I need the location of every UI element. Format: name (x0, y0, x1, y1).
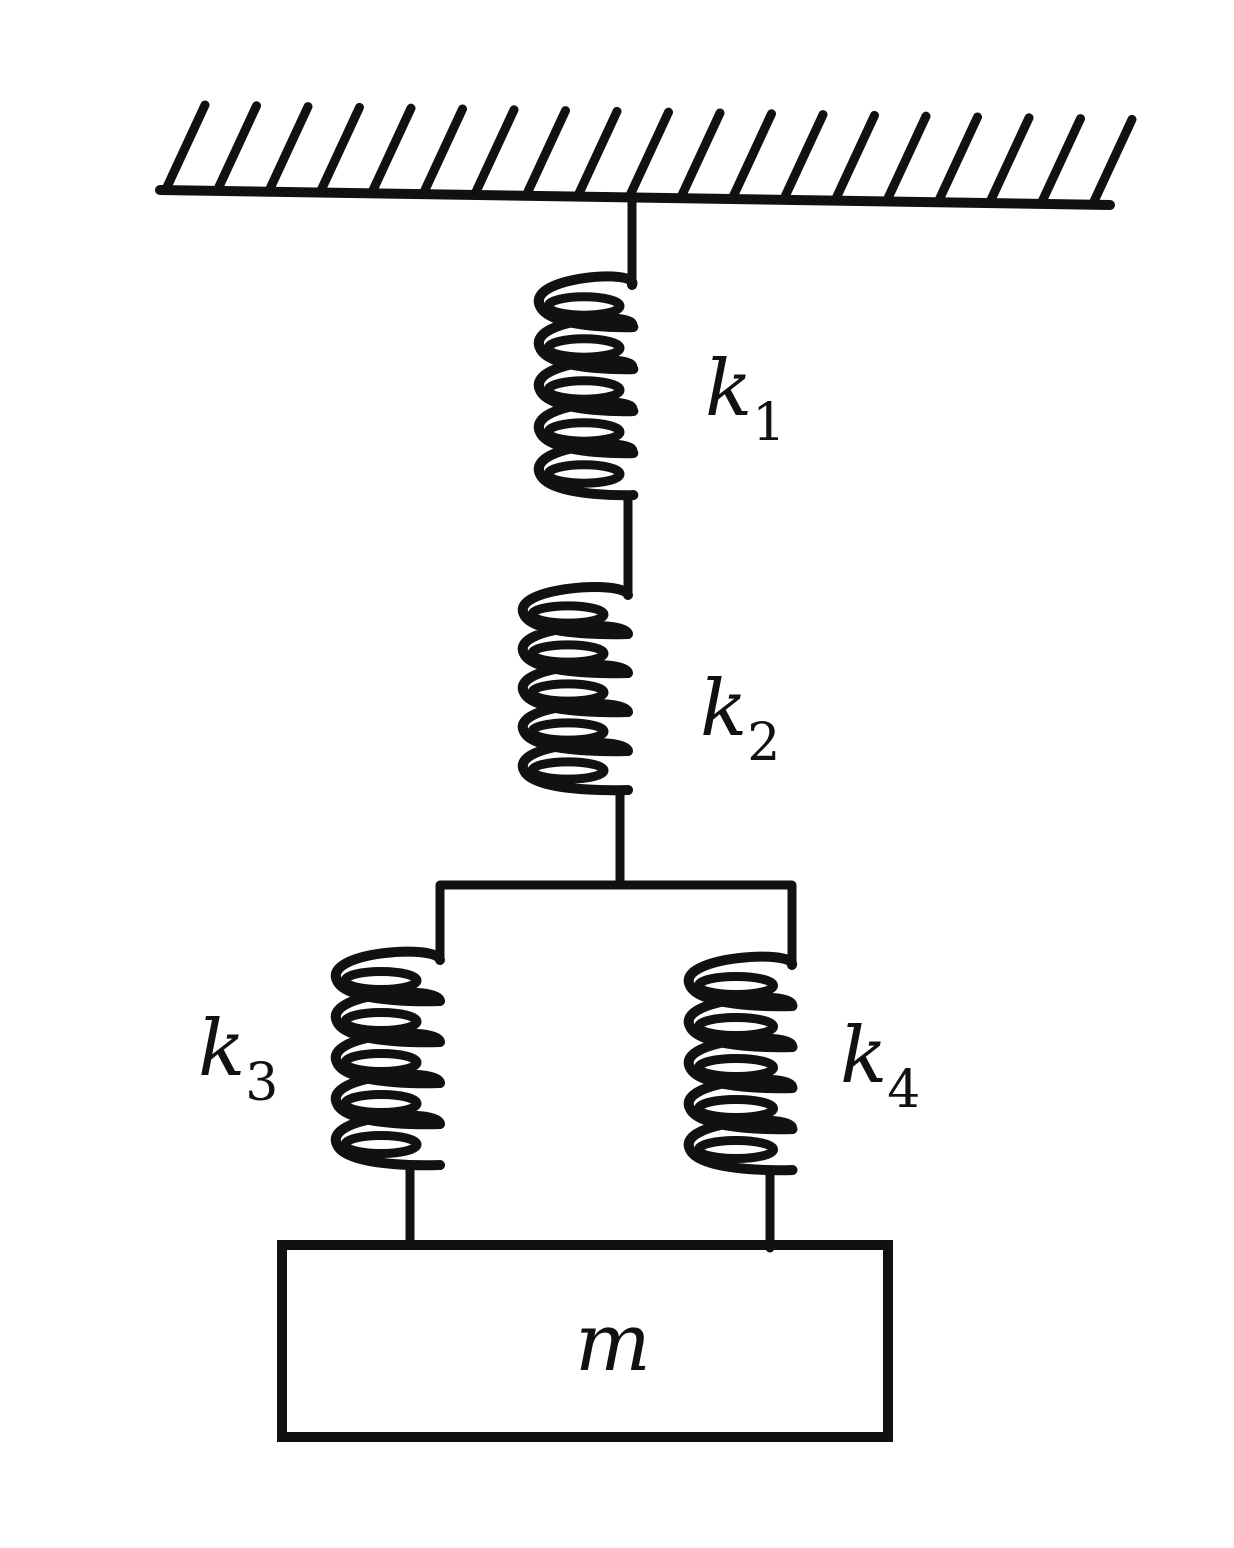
hatch-mark (574, 106, 622, 198)
spring-k2 (517, 582, 634, 796)
hatch-mark (368, 103, 416, 195)
hatch-mark (471, 105, 519, 197)
wire-bar (435, 880, 797, 970)
hatch-mark (677, 108, 725, 200)
spring-k3 (330, 946, 446, 1171)
label-k4: k4 (840, 1011, 920, 1120)
springs (330, 271, 798, 1176)
connecting-wires (405, 195, 797, 1253)
label-mass: m (575, 1296, 651, 1389)
ceiling-hatching (162, 100, 1137, 206)
label-k3: k3 (198, 1004, 278, 1113)
spring-k4 (683, 951, 798, 1176)
hatch-mark (317, 102, 364, 194)
hatch-mark (832, 110, 879, 202)
hatch-mark (780, 110, 828, 202)
hatch-mark (1089, 114, 1137, 206)
label-k2: k2 (700, 664, 780, 773)
label-k1: k1 (705, 344, 785, 453)
hatch-mark (265, 102, 313, 194)
hatch-mark (626, 107, 673, 199)
hatch-mark (523, 106, 570, 198)
hatch-mark (1038, 114, 1085, 206)
hatch-mark (729, 109, 776, 201)
mass-block (277, 1240, 893, 1442)
hatch-mark (214, 101, 261, 193)
hatch-mark (986, 113, 1034, 205)
spring-k1 (533, 271, 639, 501)
hatch-mark (162, 100, 210, 192)
hatch-mark (935, 112, 982, 204)
hatch-mark (420, 104, 467, 196)
hatch-mark (883, 111, 931, 203)
